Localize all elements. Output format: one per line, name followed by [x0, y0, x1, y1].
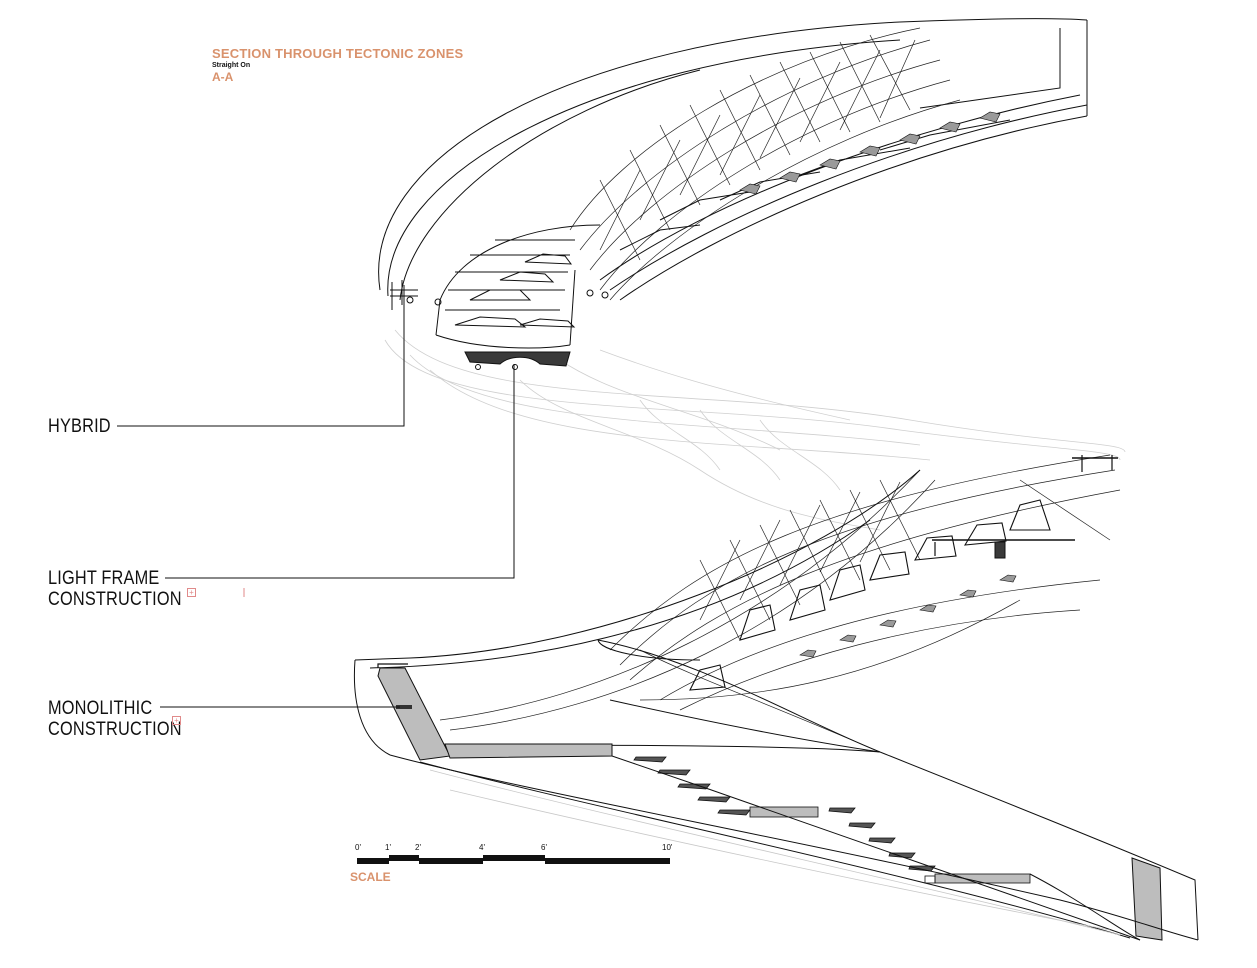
callout-hybrid: HYBRID	[48, 416, 111, 437]
mid-lattice	[439, 454, 1121, 753]
plus-marker-icon: +	[187, 588, 196, 597]
title-block: SECTION THROUGH TECTONIC ZONES Straight …	[212, 46, 463, 84]
scale-tick-2: 2'	[415, 843, 421, 852]
hybrid-leader	[117, 285, 405, 427]
lower-treads	[633, 756, 936, 872]
light-frame-leader	[165, 364, 515, 579]
scale-label: SCALE	[350, 870, 391, 884]
drawing-title: SECTION THROUGH TECTONIC ZONES	[212, 46, 464, 61]
ghost-linework	[384, 329, 1126, 531]
scale-tick-10: 10'	[662, 843, 673, 852]
scale-tick-1: 1'	[385, 843, 391, 852]
plus-marker-icon: +	[172, 716, 181, 725]
callout-light-frame: LIGHT FRAME CONSTRUCTION	[48, 568, 182, 610]
leader-lines	[117, 285, 515, 708]
hybrid-post	[390, 280, 609, 310]
upper-deck-fills	[739, 111, 1001, 195]
callout-monolithic-line1: MONOLITHIC	[48, 698, 153, 719]
drawing-subtitle: Straight On	[212, 62, 251, 69]
outer-ribbons	[378, 18, 1088, 301]
scale-tick-0: 0'	[355, 843, 361, 852]
monolithic-elements	[377, 663, 613, 761]
mid-right-post	[932, 455, 1118, 559]
mid-deck-cells	[689, 499, 1051, 691]
scale-tick-6: 6'	[541, 843, 547, 852]
lower-outer-ribbons	[389, 751, 1199, 941]
callout-monolithic-line2: CONSTRUCTION	[48, 719, 182, 740]
callout-light-frame-line1: LIGHT FRAME	[48, 568, 160, 589]
upper-lattice	[569, 27, 961, 301]
section-code: A-A	[212, 70, 234, 84]
scale-tick-4: 4'	[479, 843, 485, 852]
callout-monolithic: MONOLITHIC CONSTRUCTION	[48, 698, 182, 740]
mid-deck-fills	[799, 574, 1017, 658]
lower-slabs	[749, 806, 1163, 941]
upper-deck-cells	[435, 119, 1011, 349]
lower-ghost	[429, 769, 1121, 936]
hybrid-floor-plate	[464, 351, 571, 370]
callout-light-frame-line2: CONSTRUCTION	[48, 589, 182, 610]
callout-hybrid-text: HYBRID	[48, 416, 111, 437]
scale-bar	[357, 855, 670, 864]
mid-outer-ribbons	[353, 469, 921, 756]
